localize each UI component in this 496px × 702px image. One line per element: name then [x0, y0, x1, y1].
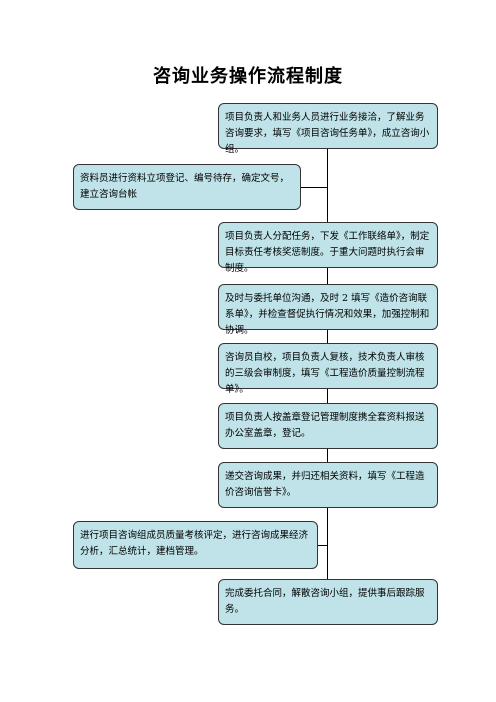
page-title: 咨询业务操作流程制度 — [153, 66, 343, 87]
side-connector-1 — [300, 187, 327, 188]
step-box-3: 项目负责人分配任务，下发《工作联络单》，制定目标责任考核奖惩制度。于重大问题时执… — [218, 222, 438, 274]
step-box-8: 进行项目咨询组成员质量考核评定，进行咨询成果经济分析，汇总统计，建档管理。 — [73, 521, 318, 569]
step-box-6: 项目负责人按盖章登记管理制度携全套资料报送办公室盖章，登记。 — [218, 403, 438, 449]
step-box-9: 完成委托合同，解散咨询小组，提供事后跟踪服务。 — [218, 579, 438, 625]
step-box-5: 咨询员自校，项目负责人复核，技术负责人审核的三级会审制度，填写《工程造价质量控制… — [218, 343, 438, 395]
step-box-1: 项目负责人和业务人员进行业务接洽，了解业务咨询要求，填写《项目咨询任务单》，成立… — [218, 103, 438, 155]
step-box-4: 及时与委托单位沟通，及时 2 填写《造价咨询联系单》，并检查督促执行情况和效果，… — [218, 284, 438, 336]
step-box-7: 递交咨询成果，并归还相关资料，填写《工程造价咨询信誉卡》。 — [218, 462, 438, 508]
step-box-2: 资料员进行资料立项登记、编号待存，确定文号，建立咨询台帐 — [73, 164, 301, 210]
side-connector-2 — [318, 545, 327, 546]
